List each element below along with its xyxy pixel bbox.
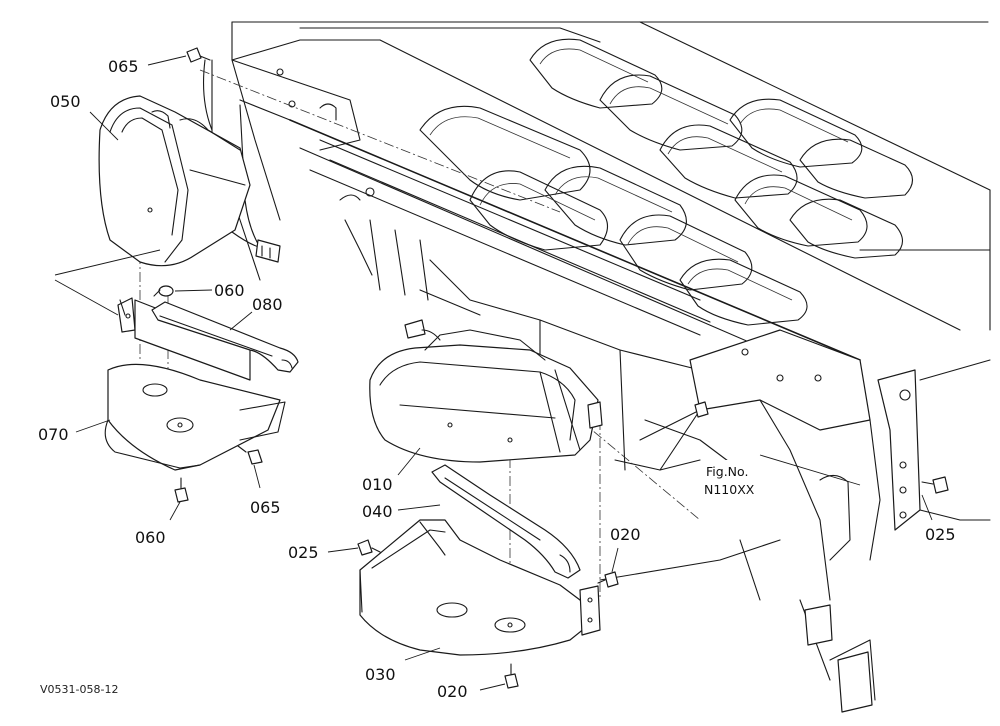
- callout-060-upper: 060: [214, 281, 245, 300]
- lamp-left-050: [98, 95, 281, 267]
- callout-025-left: 025: [288, 543, 319, 562]
- callout-060-lower: 060: [135, 528, 166, 547]
- bed-cutouts: [419, 38, 914, 326]
- bolt-065-lower: [237, 445, 263, 465]
- callout-065-top: 065: [108, 57, 139, 76]
- fasteners: [153, 47, 949, 689]
- strip-right-040: [431, 464, 581, 579]
- bolt-060-upper: [153, 285, 174, 297]
- drawing-code: V0531-058-12: [40, 683, 118, 696]
- callout-030: 030: [365, 665, 396, 684]
- figure-ref-label: Fig.No.: [706, 464, 748, 479]
- callouts: 065 050 060 080 070 065 060 010 040 025 …: [38, 57, 956, 701]
- bolt-025-right: [921, 476, 949, 494]
- bolt-020-bottom: [504, 663, 519, 689]
- callout-010: 010: [362, 475, 393, 494]
- callout-040: 040: [362, 502, 393, 521]
- leader-lines: [54, 55, 933, 691]
- callout-020-right: 020: [610, 525, 641, 544]
- callout-050: 050: [50, 92, 81, 111]
- bolt-065-top: [186, 47, 211, 63]
- figure-ref-number: N110XX: [704, 482, 755, 497]
- callout-080: 080: [252, 295, 283, 314]
- callout-020-bottom: 020: [437, 682, 468, 701]
- callout-070: 070: [38, 425, 69, 444]
- callout-025-right: 025: [925, 525, 956, 544]
- callout-065-lower: 065: [250, 498, 281, 517]
- lamp-right-010: [369, 319, 603, 463]
- bolt-020-right: [597, 571, 619, 588]
- bolt-025-left: [357, 539, 381, 556]
- bracket-right-030: [359, 519, 601, 656]
- figure-reference: Fig.No. N110XX: [702, 460, 762, 498]
- bolt-060-lower: [174, 477, 189, 503]
- strip-left-080: [151, 301, 299, 373]
